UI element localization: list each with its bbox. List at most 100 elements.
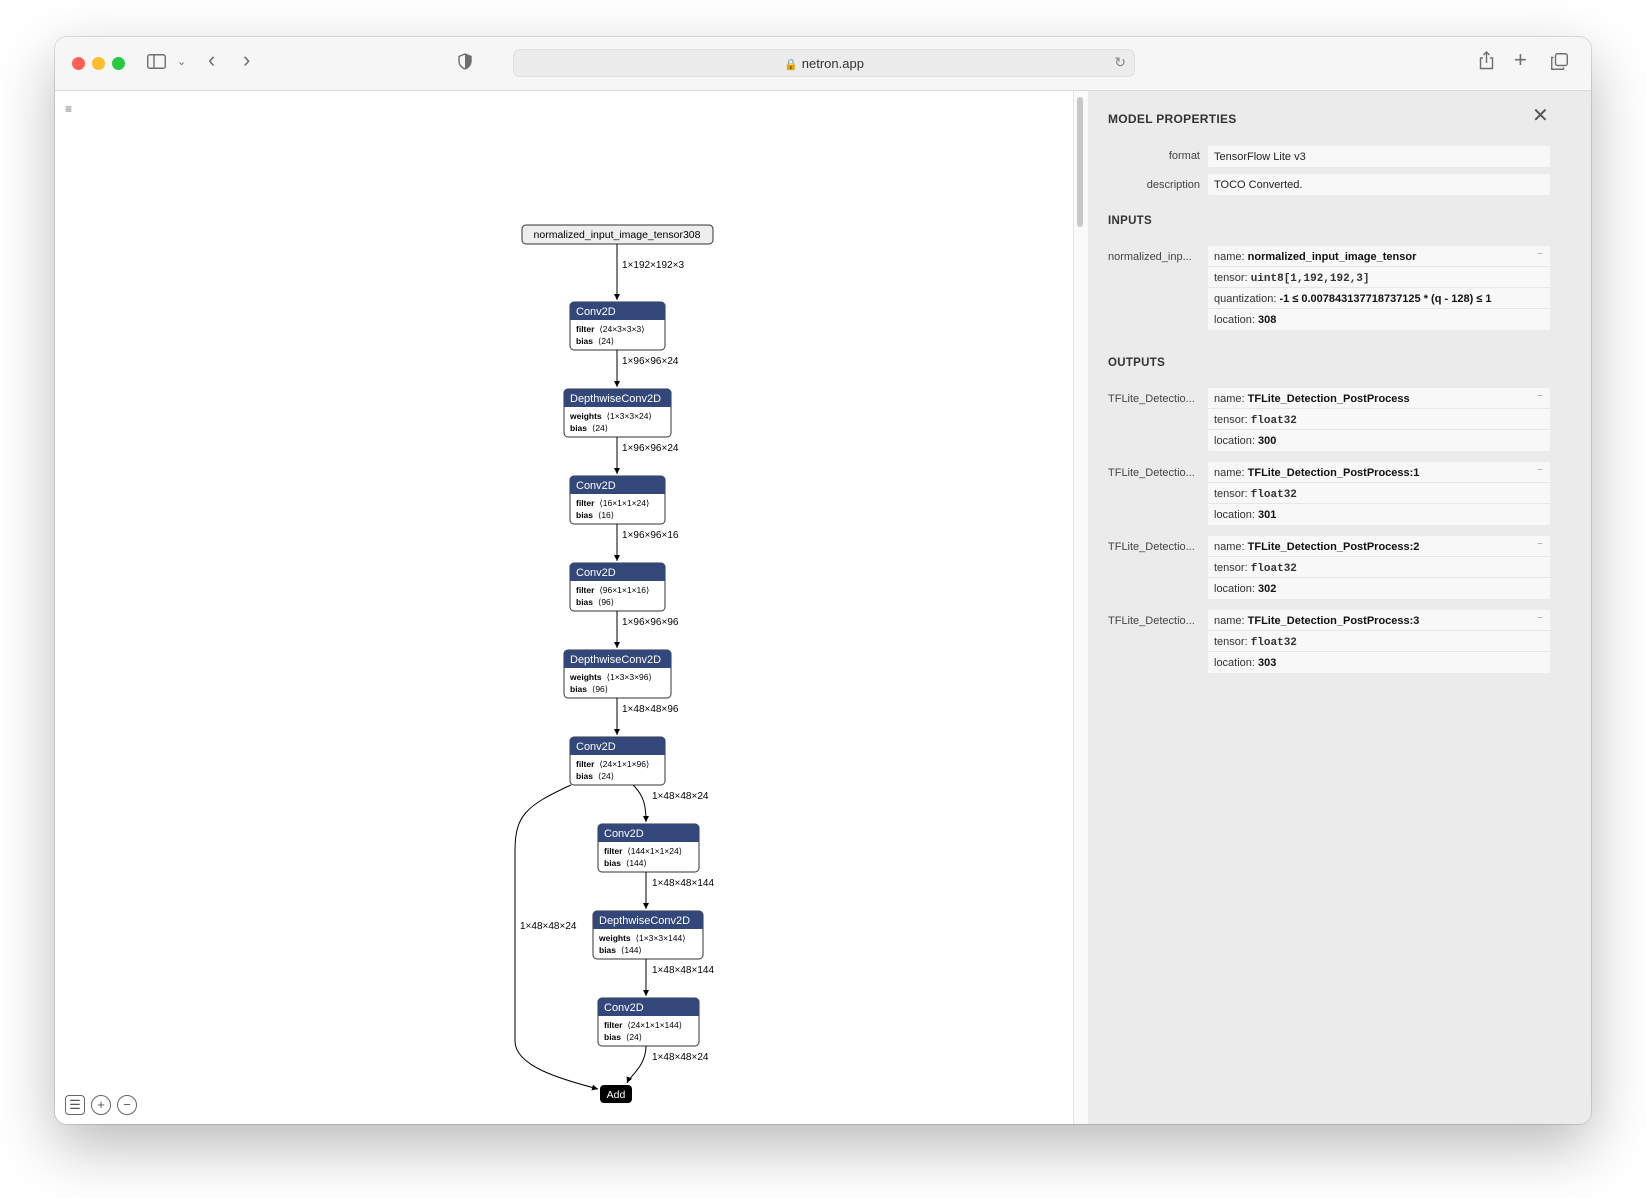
close-window-button[interactable] (72, 57, 85, 70)
attr-name: bias (599, 945, 616, 955)
outputs-title: OUTPUTS (1108, 357, 1166, 369)
edge-shape-label: 1×48×48×96 (622, 704, 679, 715)
vertical-scrollbar-track (1073, 91, 1088, 1124)
forward-arrow-icon[interactable]: › (243, 47, 251, 72)
sidebar-toggle-icon[interactable] (147, 54, 166, 69)
attr-name: weights (569, 672, 602, 682)
attr-value: ⟨96⟩ (598, 597, 614, 607)
collapse-icon[interactable]: − (1537, 613, 1543, 624)
output-tensor-row: tensor: float32 (1208, 483, 1550, 504)
svg-text:weights⟨1×3×3×96⟩: weights ⟨1×3×3×96⟩ (569, 672, 652, 682)
svg-text:weights⟨1×3×3×144⟩: weights⟨1×3×3×144⟩ (598, 933, 686, 943)
output-label: TFLite_Detectio... (1108, 615, 1195, 627)
attr-name: weights (598, 933, 631, 943)
graph-node[interactable]: DepthwiseConv2D weights⟨1×3×3×144⟩ bias ⟨14… (592, 910, 704, 960)
privacy-shield-icon[interactable] (458, 53, 472, 70)
svg-text:bias⟨24⟩: bias⟨24⟩ (570, 423, 608, 433)
attr-value: ⟨24⟩ (592, 423, 608, 433)
attr-value: ⟨24⟩ (598, 336, 614, 346)
edge-shape-label: 1×96×96×16 (622, 530, 679, 541)
svg-text:bias⟨96⟩: bias⟨96⟩ (570, 684, 608, 694)
attr-name: bias (576, 771, 593, 781)
svg-text:filter⟨96×1×1×16⟩: filter⟨96×1×1×16⟩ (576, 585, 649, 595)
attr-value: ⟨144⟩ (621, 945, 642, 955)
edge-shape-label: 1×48×48×24 (520, 921, 577, 932)
lock-icon: 🔒 (784, 59, 798, 71)
format-value: TensorFlow Lite v3 (1208, 146, 1550, 167)
node-op-label: DepthwiseConv2D (570, 654, 661, 666)
url-text: netron.app (801, 56, 864, 71)
edge-shape-label: 1×48×48×144 (652, 878, 714, 889)
edge-shape-label: 1×192×192×3 (622, 260, 684, 271)
edge-shape-label: 1×48×48×24 (652, 1052, 709, 1063)
output-label: TFLite_Detectio... (1108, 541, 1195, 553)
zoom-in-icon[interactable]: + (91, 1095, 111, 1115)
output-name-row: name: TFLite_Detection_PostProcess:2 (1208, 536, 1550, 557)
new-tab-icon[interactable]: + (1514, 47, 1527, 72)
graph-input-node[interactable]: normalized_input_image_tensor308 (521, 224, 714, 245)
graph-node[interactable]: DepthwiseConv2D weights ⟨1×3×3×96⟩ bias⟨96⟩ (563, 649, 672, 699)
sidebar-title: MODEL PROPERTIES (1108, 112, 1237, 126)
attr-name: filter (576, 759, 595, 769)
attr-name: weights (569, 411, 602, 421)
collapse-icon[interactable]: − (1537, 465, 1543, 476)
properties-sidebar: MODEL PROPERTIES ✕ format TensorFlow Lit… (1088, 91, 1591, 1124)
collapse-icon[interactable]: − (1537, 391, 1543, 402)
output-location-row: location: 302 (1214, 583, 1277, 595)
tab-overview-icon[interactable] (1551, 53, 1568, 70)
collapse-icon[interactable]: − (1537, 249, 1543, 260)
input-location-row: location: 308 (1214, 314, 1277, 326)
attr-name: bias (576, 597, 593, 607)
input-node-label: normalized_input_image_tensor308 (534, 229, 701, 241)
svg-text:bias⟨24⟩: bias⟨24⟩ (576, 771, 614, 781)
close-icon[interactable]: ✕ (1532, 105, 1549, 127)
output-location-row: location: 303 (1214, 657, 1277, 669)
svg-text:filter⟨24×1×1×144⟩: filter⟨24×1×1×144⟩ (604, 1020, 682, 1030)
graph-edge (514, 784, 599, 1091)
minimize-window-button[interactable] (92, 57, 105, 70)
output-location-row: location: 301 (1214, 509, 1277, 521)
attr-value: ⟨1×3×3×24⟩ (607, 411, 652, 421)
zoom-out-icon[interactable]: − (117, 1095, 137, 1115)
attr-name: bias (570, 684, 587, 694)
reload-icon[interactable]: ↻ (1114, 54, 1126, 70)
address-bar[interactable]: 🔒netron.app ↻ (513, 49, 1135, 77)
graph-add-node[interactable]: Add (600, 1085, 632, 1103)
svg-text:filter⟨144×1×1×24⟩: filter ⟨144×1×1×24⟩ (604, 846, 682, 856)
back-arrow-icon[interactable]: ‹ (208, 47, 216, 72)
attr-value: ⟨96×1×1×16⟩ (599, 585, 649, 595)
attr-name: filter (604, 1020, 623, 1030)
description-label: description (1146, 179, 1200, 191)
chevron-down-icon[interactable]: ⌄ (177, 56, 187, 68)
node-op-label: DepthwiseConv2D (599, 915, 690, 927)
attr-name: bias (604, 858, 621, 868)
properties-icon[interactable]: ☰ (65, 1095, 85, 1115)
output-location-row: location: 300 (1214, 435, 1277, 447)
menu-icon[interactable]: ≡ (65, 102, 73, 116)
svg-text:bias⟨144⟩: bias⟨144⟩ (604, 858, 647, 868)
attr-value: ⟨1×3×3×96⟩ (607, 672, 652, 682)
attr-name: bias (576, 510, 593, 520)
attr-name: filter (604, 846, 623, 856)
share-icon[interactable] (1479, 51, 1494, 70)
attr-value: ⟨24×3×3×3⟩ (599, 324, 644, 334)
input-argument: − name: normalized_input_image_tensor te… (1208, 246, 1550, 330)
canvas-toolbar: ☰ + − (65, 1095, 137, 1115)
attr-name: bias (576, 336, 593, 346)
output-label: TFLite_Detectio... (1108, 467, 1195, 479)
input-name-row: name: normalized_input_image_tensor (1208, 246, 1550, 267)
zoom-window-button[interactable] (112, 57, 125, 70)
vertical-scrollbar[interactable] (1077, 97, 1083, 227)
attr-value: ⟨144×1×1×24⟩ (627, 846, 682, 856)
collapse-icon[interactable]: − (1537, 539, 1543, 550)
node-op-label: Conv2D (576, 480, 616, 492)
